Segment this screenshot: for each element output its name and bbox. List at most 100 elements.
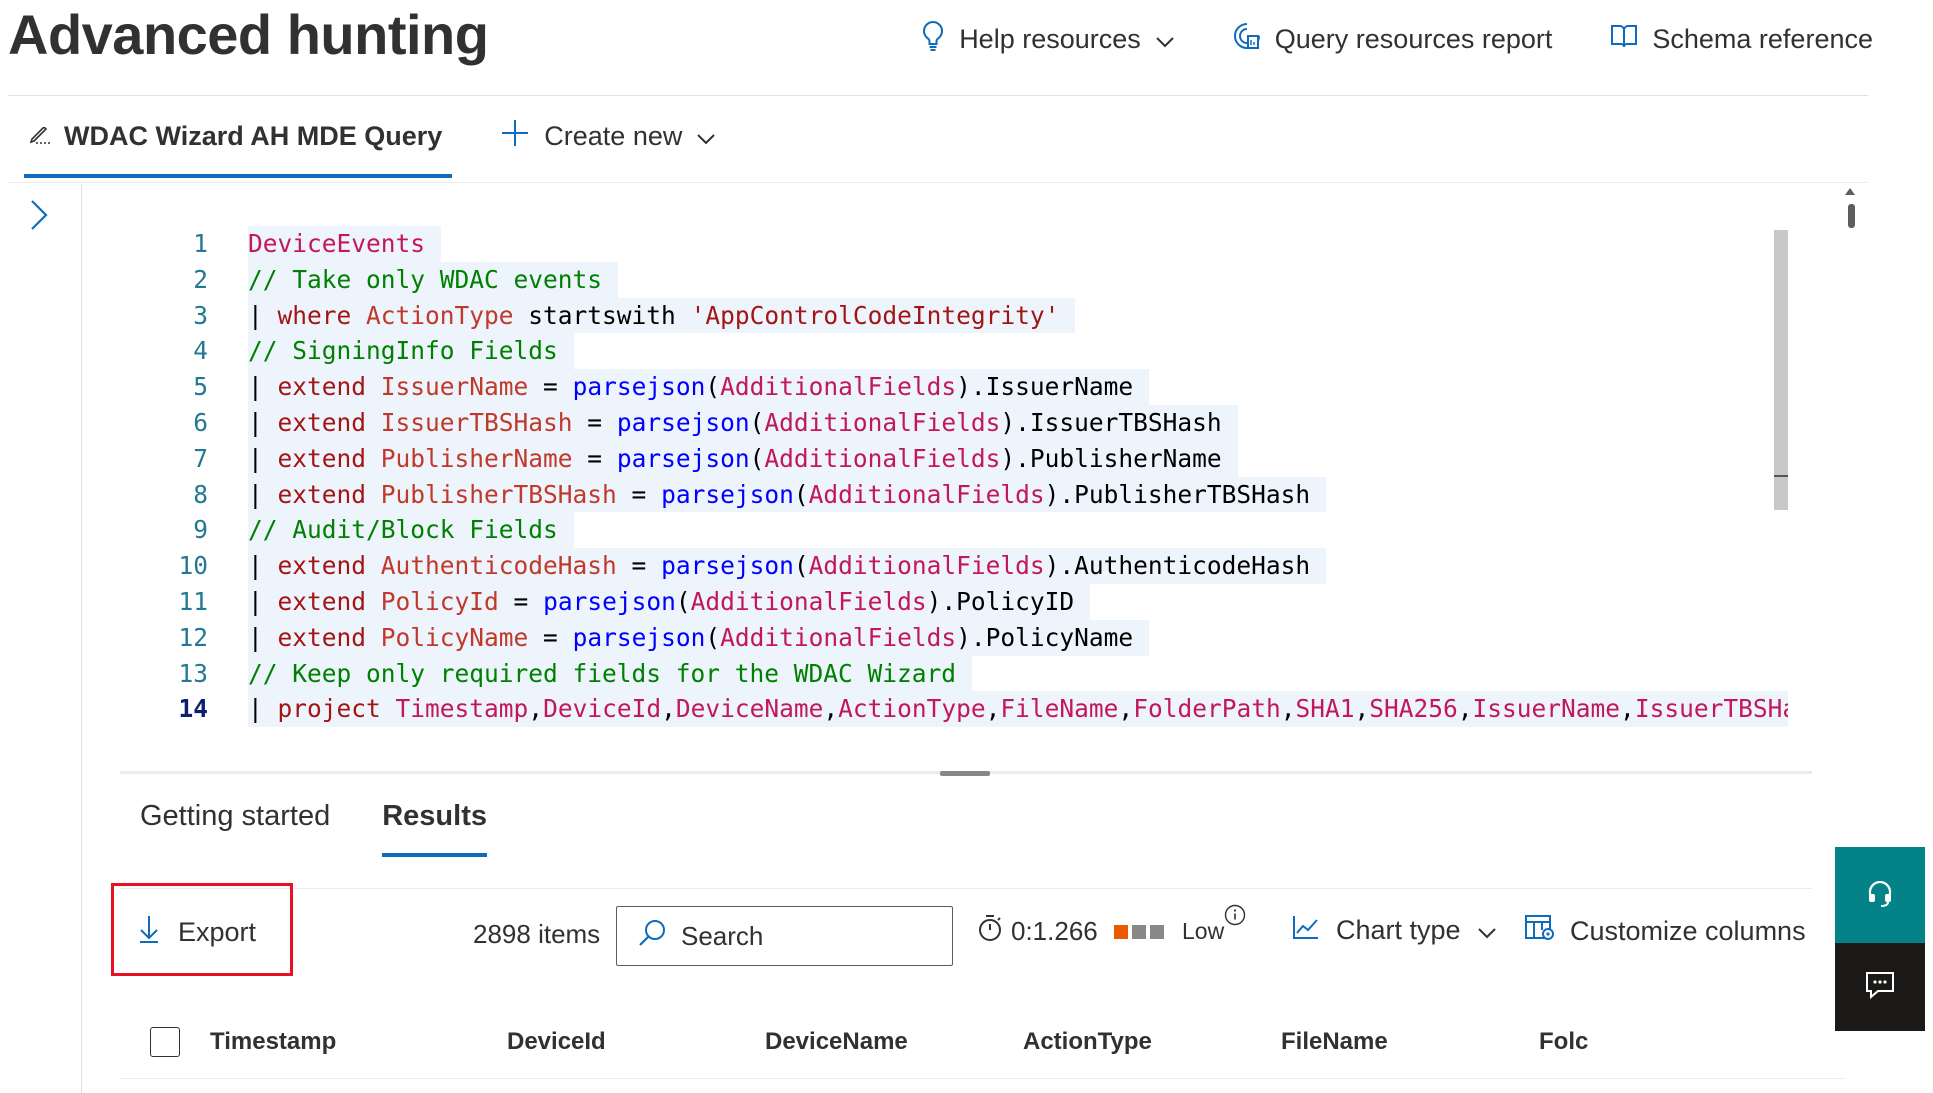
code-line[interactable]: 14| project Timestamp,DeviceId,DeviceNam… bbox=[160, 691, 1788, 728]
items-count: 2898 items bbox=[473, 919, 601, 949]
code-token: AdditionalFields bbox=[808, 479, 1045, 509]
code-token: ( bbox=[749, 443, 765, 473]
select-all-checkbox[interactable] bbox=[150, 1027, 180, 1057]
plus-icon bbox=[500, 118, 530, 155]
code-token: parsejson bbox=[661, 479, 794, 509]
code-token: IssuerTBSHash bbox=[380, 407, 573, 437]
info-icon[interactable] bbox=[1224, 904, 1246, 931]
code-line[interactable]: 8 | extend PublisherTBSHash = parsejson(A… bbox=[160, 476, 1788, 513]
tab-results[interactable]: Results bbox=[382, 800, 487, 857]
code-token: AdditionalFields bbox=[764, 443, 1001, 473]
code-token: SHA1 bbox=[1295, 694, 1355, 724]
code-token: where bbox=[277, 300, 367, 330]
code-text: | extend AuthenticodeHash = parsejson(Ad… bbox=[248, 548, 1327, 584]
line-number: 7 bbox=[193, 443, 208, 473]
search-input[interactable] bbox=[681, 920, 921, 952]
create-new-label: Create new bbox=[544, 121, 683, 151]
editor-resize-handle[interactable] bbox=[940, 771, 990, 776]
code-token: ( bbox=[749, 407, 765, 437]
header-actions: Help resources Query resources report Sc… bbox=[921, 20, 1873, 59]
results-tabs: Getting started Results bbox=[140, 800, 487, 857]
code-token: ( bbox=[705, 622, 721, 652]
help-resources-label: Help resources bbox=[959, 24, 1141, 54]
line-number: 11 bbox=[178, 586, 208, 616]
column-header-deviceid[interactable]: DeviceId bbox=[507, 1028, 606, 1055]
query-tabs: WDAC Wizard AH MDE Query Create new bbox=[24, 118, 716, 181]
code-token: SHA256 bbox=[1369, 694, 1458, 724]
header-divider bbox=[8, 95, 1868, 96]
code-line[interactable]: 10| extend AuthenticodeHash = parsejson(… bbox=[160, 548, 1788, 584]
search-box[interactable] bbox=[616, 906, 953, 966]
code-token: | bbox=[248, 479, 278, 509]
tab-wdac-wizard-query-label: WDAC Wizard AH MDE Query bbox=[64, 121, 443, 151]
line-number: 1 bbox=[193, 229, 208, 258]
help-assistant-button[interactable] bbox=[1835, 847, 1925, 943]
column-header-timestamp[interactable]: Timestamp bbox=[210, 1028, 337, 1055]
tab-wdac-wizard-query[interactable]: WDAC Wizard AH MDE Query bbox=[24, 121, 453, 178]
code-line[interactable]: 6| extend IssuerTBSHash = parsejson(Addi… bbox=[160, 404, 1788, 441]
code-token: PublisherName bbox=[380, 443, 573, 473]
feedback-button[interactable] bbox=[1835, 943, 1925, 1031]
page-scrollbar-thumb[interactable] bbox=[1848, 204, 1855, 228]
code-line[interactable]: 11| extend PolicyId = parsejson(Addition… bbox=[160, 583, 1788, 620]
query-resources-report-button[interactable]: Query resources report bbox=[1233, 22, 1552, 57]
code-token: // Audit/Block Fields bbox=[248, 515, 558, 545]
code-line[interactable]: 2// Take only WDAC events bbox=[160, 261, 1788, 298]
customize-columns-button[interactable]: Customize columns bbox=[1524, 914, 1806, 949]
chevron-right-icon bbox=[26, 200, 52, 236]
code-text: | extend PublisherTBSHash = parsejson(Ad… bbox=[248, 476, 1327, 513]
code-token: PolicyName bbox=[380, 622, 529, 652]
code-token: // Keep only required fields for the WDA… bbox=[248, 658, 957, 688]
code-line[interactable]: 3| where ActionType startswith 'AppContr… bbox=[160, 297, 1788, 334]
code-line[interactable]: 13// Keep only required fields for the W… bbox=[160, 655, 1788, 692]
expand-panel-button[interactable] bbox=[26, 198, 52, 232]
export-label: Export bbox=[178, 917, 257, 947]
code-token: PolicyId bbox=[380, 586, 499, 616]
code-token: , bbox=[1354, 694, 1370, 724]
line-number: 14 bbox=[178, 694, 208, 724]
code-token: extend bbox=[277, 551, 381, 581]
code-line[interactable]: 4 // SigningInfo Fields bbox=[160, 333, 1788, 370]
code-token: parsejson bbox=[616, 443, 750, 473]
line-number: 8 bbox=[193, 479, 208, 509]
results-table-header: Timestamp DeviceId DeviceName ActionType Fil… bbox=[120, 1012, 1845, 1072]
create-new-button[interactable]: Create new bbox=[500, 118, 716, 181]
code-text: | extend PolicyName = parsejson(Addition… bbox=[248, 619, 1150, 656]
headset-icon bbox=[1865, 878, 1895, 913]
code-token: 'AppControlCodeIntegrity' bbox=[690, 300, 1060, 330]
code-line[interactable]: 12| extend PolicyName = parsejson(Additi… bbox=[160, 619, 1788, 656]
code-token: ( bbox=[675, 586, 691, 616]
code-token: ).PublisherTBSHash bbox=[1044, 479, 1311, 509]
code-token: , bbox=[1620, 694, 1635, 724]
page-title: Advanced hunting bbox=[8, 3, 489, 66]
code-token: ActionType bbox=[838, 694, 986, 724]
code-line[interactable]: 7| extend PublisherName = parsejson(Addi… bbox=[160, 440, 1788, 477]
code-line[interactable]: 9// Audit/Block Fields bbox=[160, 512, 1788, 549]
page-scroll-up-arrow[interactable] bbox=[1845, 188, 1855, 195]
column-header-folc[interactable]: Folc bbox=[1539, 1028, 1589, 1055]
usage-bar-2 bbox=[1132, 924, 1146, 939]
code-line[interactable]: 5| extend IssuerName = parsejson(Additio… bbox=[160, 369, 1788, 405]
column-header-filename[interactable]: FileName bbox=[1281, 1028, 1388, 1055]
code-text: // Keep only required fields for the WDA… bbox=[248, 655, 973, 692]
resource-usage: Low bbox=[1114, 918, 1224, 945]
code-token: ( bbox=[793, 479, 809, 509]
code-token: | bbox=[248, 551, 278, 581]
export-button[interactable]: Export bbox=[138, 914, 256, 951]
results-tabs-divider bbox=[120, 888, 1812, 889]
schema-reference-button[interactable]: Schema reference bbox=[1610, 23, 1873, 56]
code-token: extend bbox=[277, 479, 381, 509]
column-header-devicename[interactable]: DeviceName bbox=[765, 1028, 908, 1055]
code-token: | bbox=[248, 443, 278, 473]
help-resources-button[interactable]: Help resources bbox=[921, 20, 1175, 59]
code-token: AdditionalFields bbox=[720, 372, 957, 402]
line-number: 4 bbox=[193, 336, 208, 366]
code-token: ).PublisherName bbox=[1000, 443, 1222, 473]
chart-type-button[interactable]: Chart type bbox=[1292, 914, 1497, 947]
column-header-actiontype[interactable]: ActionType bbox=[1023, 1028, 1152, 1055]
editor-scrollbar[interactable] bbox=[1774, 230, 1788, 510]
tab-getting-started[interactable]: Getting started bbox=[140, 800, 331, 832]
code-token: // SigningInfo Fields bbox=[248, 336, 558, 366]
